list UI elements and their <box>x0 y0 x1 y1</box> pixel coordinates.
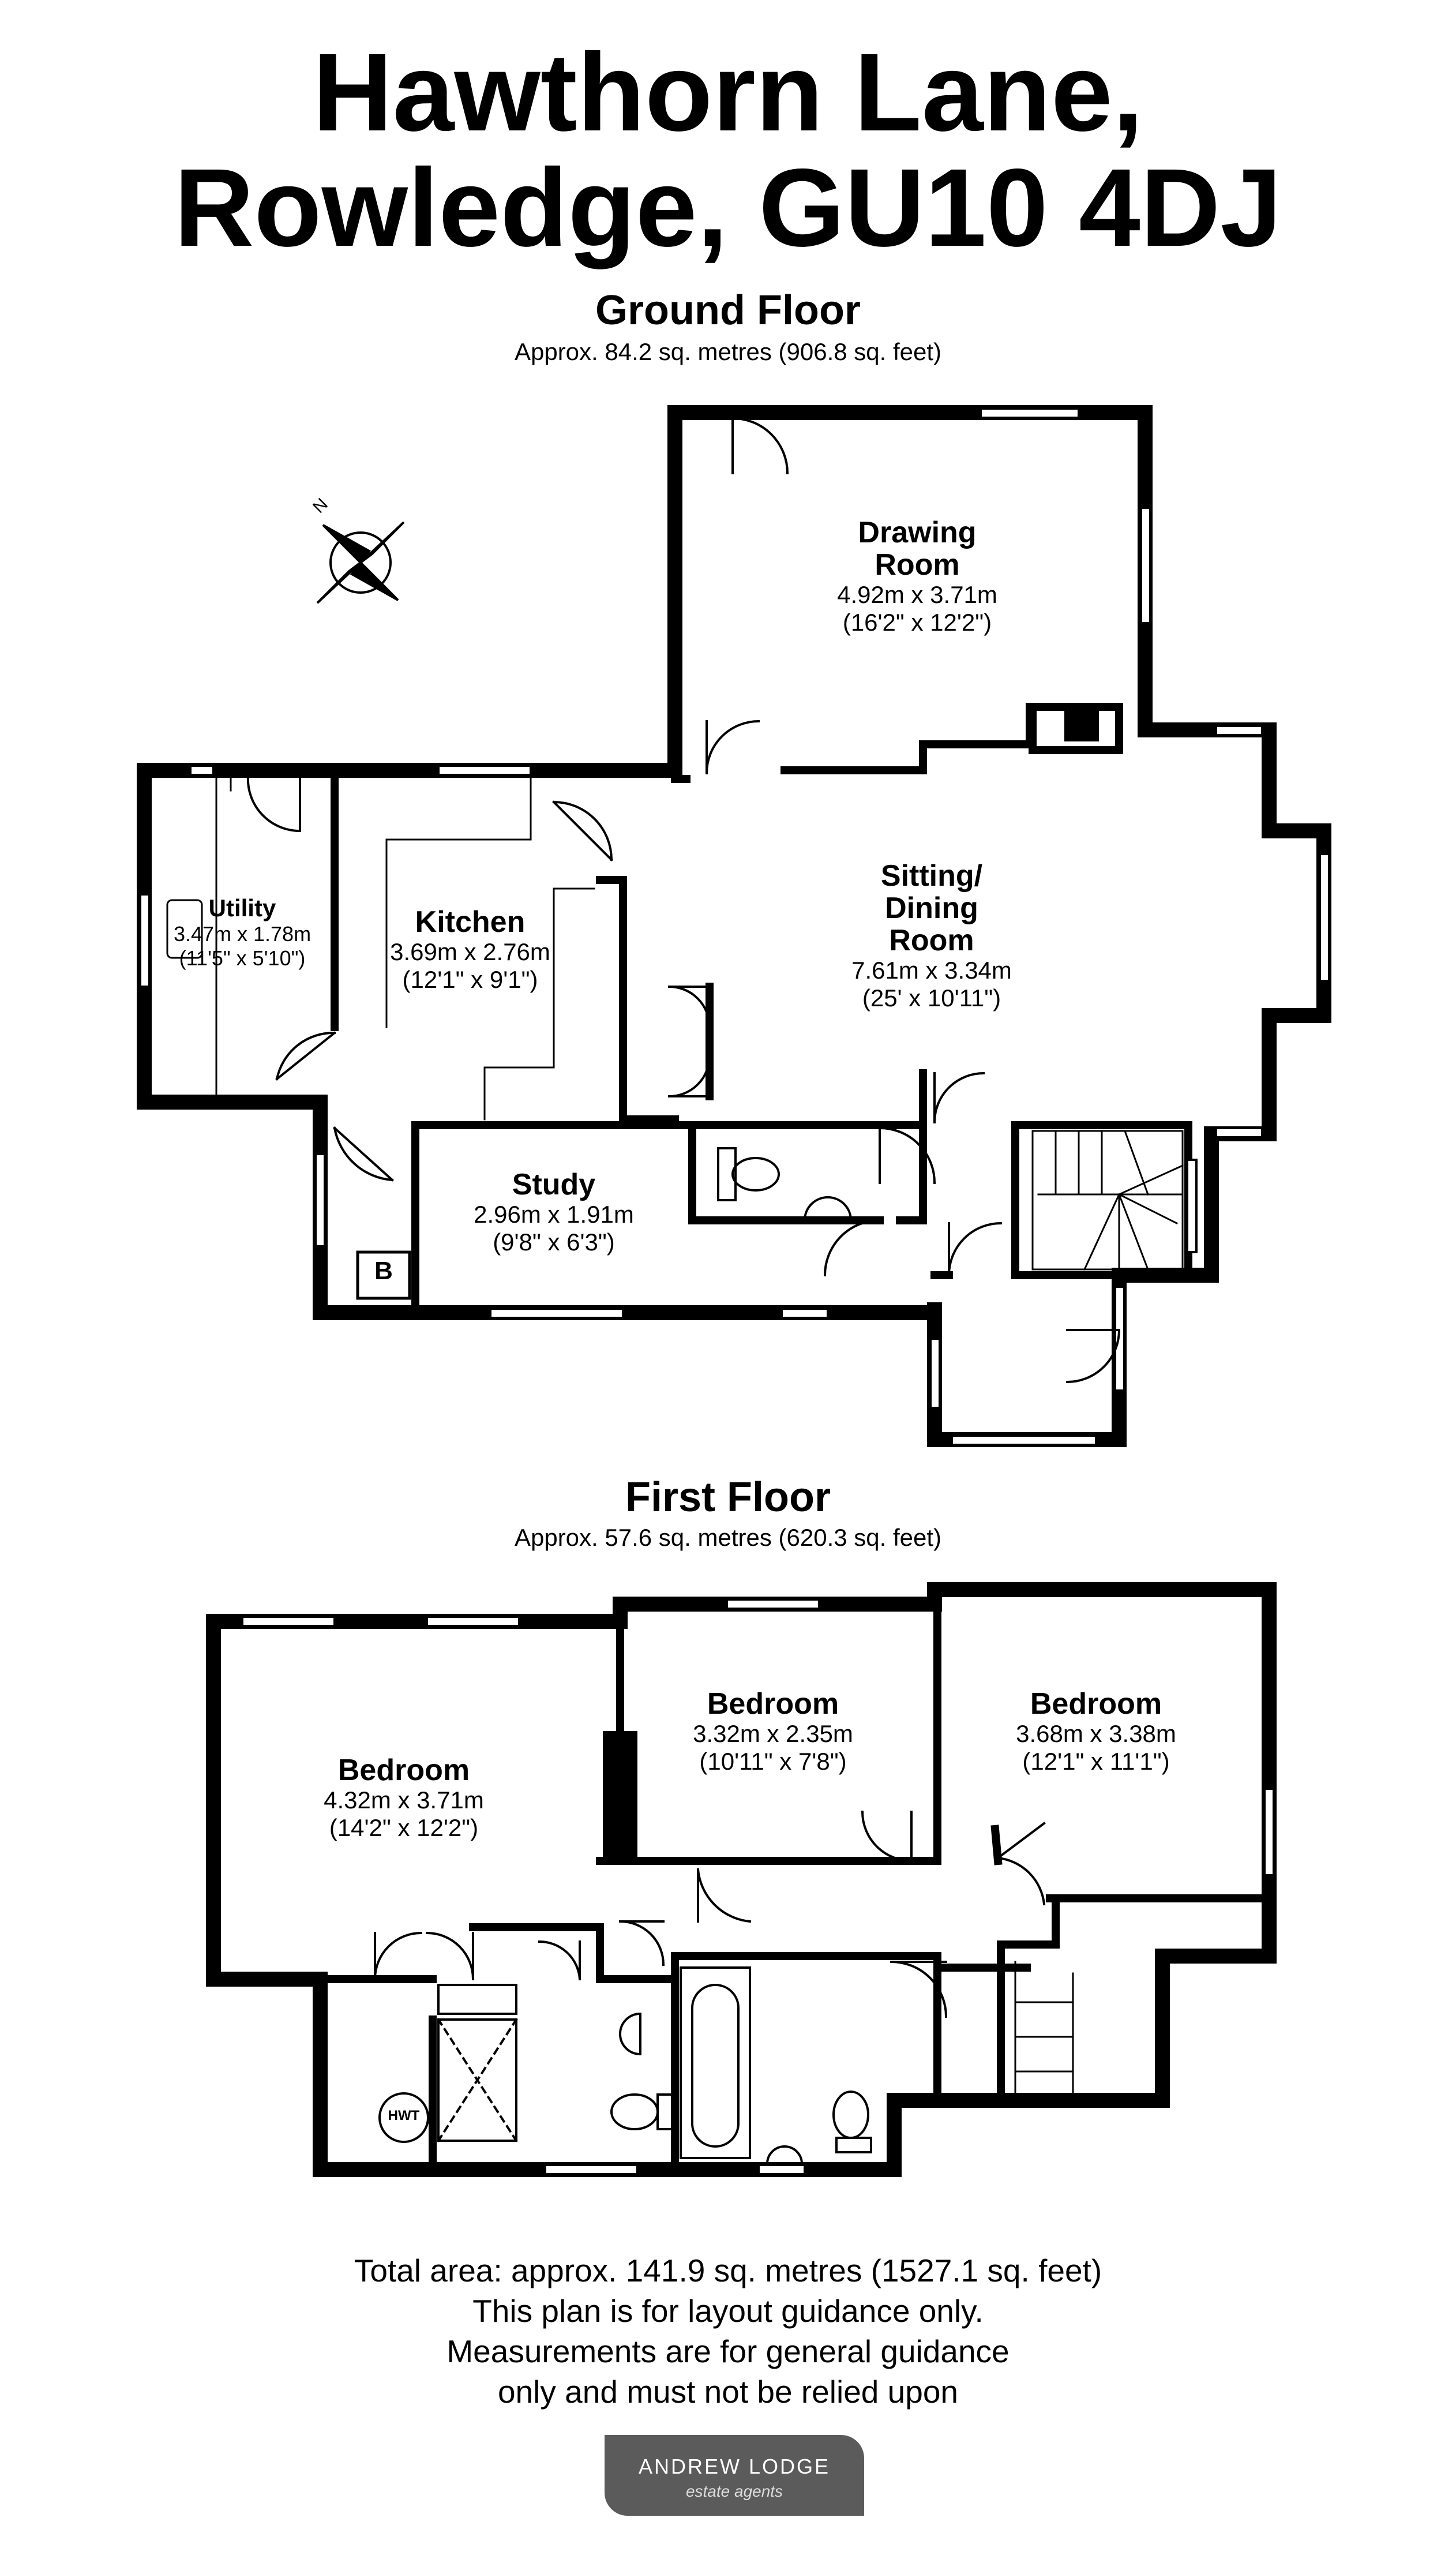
room-name: Bedroom <box>707 1687 839 1721</box>
ground-windows <box>139 407 1330 1446</box>
room-label-utility: Utility 3.47m x 1.78m (11'5" x 5'10") <box>156 894 329 971</box>
room-label-kitchen: Kitchen 3.69m x 2.76m (12'1" x 9'1") <box>358 906 583 994</box>
room-name: Dining <box>885 891 978 925</box>
first-floor-doors <box>373 1810 1046 2018</box>
agent-logo-tagline: estate agents <box>685 2482 783 2500</box>
hwt-label: HWT <box>388 2108 420 2123</box>
kitchen-fittings <box>166 775 595 1300</box>
room-dimensions-imperial: (12'1" x 11'1") <box>1022 1748 1170 1775</box>
address-line-2: Rowledge, GU10 4DJ <box>174 145 1282 269</box>
agent-logo: ANDREW LODGE estate agents <box>605 2435 864 2516</box>
footer-total-area: Total area: approx. 141.9 sq. metres (15… <box>354 2253 1102 2288</box>
first-floor-chimney <box>603 1731 637 1858</box>
room-dimensions-metric: 4.92m x 3.71m <box>837 581 997 608</box>
room-name: Kitchen <box>415 905 526 939</box>
agent-logo-name: ANDREW LODGE <box>638 2455 831 2478</box>
room-dimensions-metric: 3.69m x 2.76m <box>390 938 550 965</box>
room-dimensions-metric: 2.96m x 1.91m <box>474 1201 634 1228</box>
room-name: Bedroom <box>1030 1687 1162 1721</box>
wc-fittings <box>717 1147 853 1222</box>
room-dimensions-metric: 3.47m x 1.78m <box>173 922 312 946</box>
room-dimensions-imperial: (12'1" x 9'1") <box>402 966 538 993</box>
footer-disclaimer-2: Measurements are for general guidance <box>446 2333 1010 2369</box>
first-floor-walls <box>206 1582 1277 2177</box>
room-name: Room <box>875 548 960 582</box>
room-dimensions-metric: 3.68m x 3.38m <box>1016 1720 1176 1747</box>
room-name: Drawing <box>858 516 977 549</box>
room-label-study: Study 2.96m x 1.91m (9'8" x 6'3") <box>444 1168 663 1256</box>
room-dimensions-imperial: (16'2" x 12'2") <box>842 609 992 636</box>
room-label-bedroom-2: Bedroom 3.32m x 2.35m (10'11" x 7'8") <box>658 1688 888 1775</box>
first-floor-title: First Floor <box>625 1474 831 1520</box>
room-dimensions-imperial: (11'5" x 5'10") <box>179 946 306 970</box>
first-floor-area: Approx. 57.6 sq. metres (620.3 sq. feet) <box>514 1524 942 1551</box>
address-line-1: Hawthorn Lane, <box>312 30 1144 154</box>
hot-water-tank <box>378 2092 429 2143</box>
room-name: Room <box>889 924 974 957</box>
room-dimensions-imperial: (10'11" x 7'8") <box>699 1748 847 1775</box>
bathroom-fittings <box>378 1966 872 2165</box>
room-dimensions-metric: 7.61m x 3.34m <box>851 957 1012 984</box>
room-label-drawing-room: Drawing Room 4.92m x 3.71m (16'2" x 12'2… <box>802 516 1033 636</box>
room-dimensions-metric: 3.32m x 2.35m <box>693 1720 853 1747</box>
compass-rose <box>316 521 405 604</box>
first-floor-windows <box>241 1598 1275 2175</box>
room-dimensions-metric: 4.32m x 3.71m <box>324 1786 484 1814</box>
room-name: Study <box>512 1168 596 1201</box>
boiler-cupboard <box>356 1250 411 1300</box>
ground-floor-title: Ground Floor <box>595 287 861 334</box>
room-name: Sitting/ <box>880 859 983 893</box>
chimney-flue <box>1064 710 1099 741</box>
room-label-bedroom-1: Bedroom 4.32m x 3.71m (14'2" x 12'2") <box>288 1754 519 1842</box>
ground-floor-area: Approx. 84.2 sq. metres (906.8 sq. feet) <box>514 338 942 365</box>
ground-stairs <box>1031 1130 1184 1271</box>
room-dimensions-imperial: (14'2" x 12'2") <box>329 1814 479 1841</box>
first-floor-stairs <box>1014 1961 1074 2101</box>
room-dimensions-imperial: (9'8" x 6'3") <box>493 1228 615 1256</box>
room-label-bedroom-3: Bedroom 3.68m x 3.38m (12'1" x 11'1") <box>981 1688 1211 1775</box>
footer-disclaimer-3: only and must not be relied upon <box>497 2374 959 2410</box>
room-label-sitting-dining: Sitting/ Dining Room 7.61m x 3.34m (25' … <box>802 860 1061 1012</box>
room-name: Bedroom <box>337 1754 470 1787</box>
footer-disclaimer-1: This plan is for layout guidance only. <box>472 2293 984 2329</box>
chimney-breast <box>1029 703 1123 754</box>
ground-doors <box>246 417 1121 1384</box>
boiler-label: B <box>374 1257 393 1285</box>
room-dimensions-imperial: (25' x 10'11") <box>862 984 1001 1011</box>
room-name: Utility <box>208 894 276 921</box>
